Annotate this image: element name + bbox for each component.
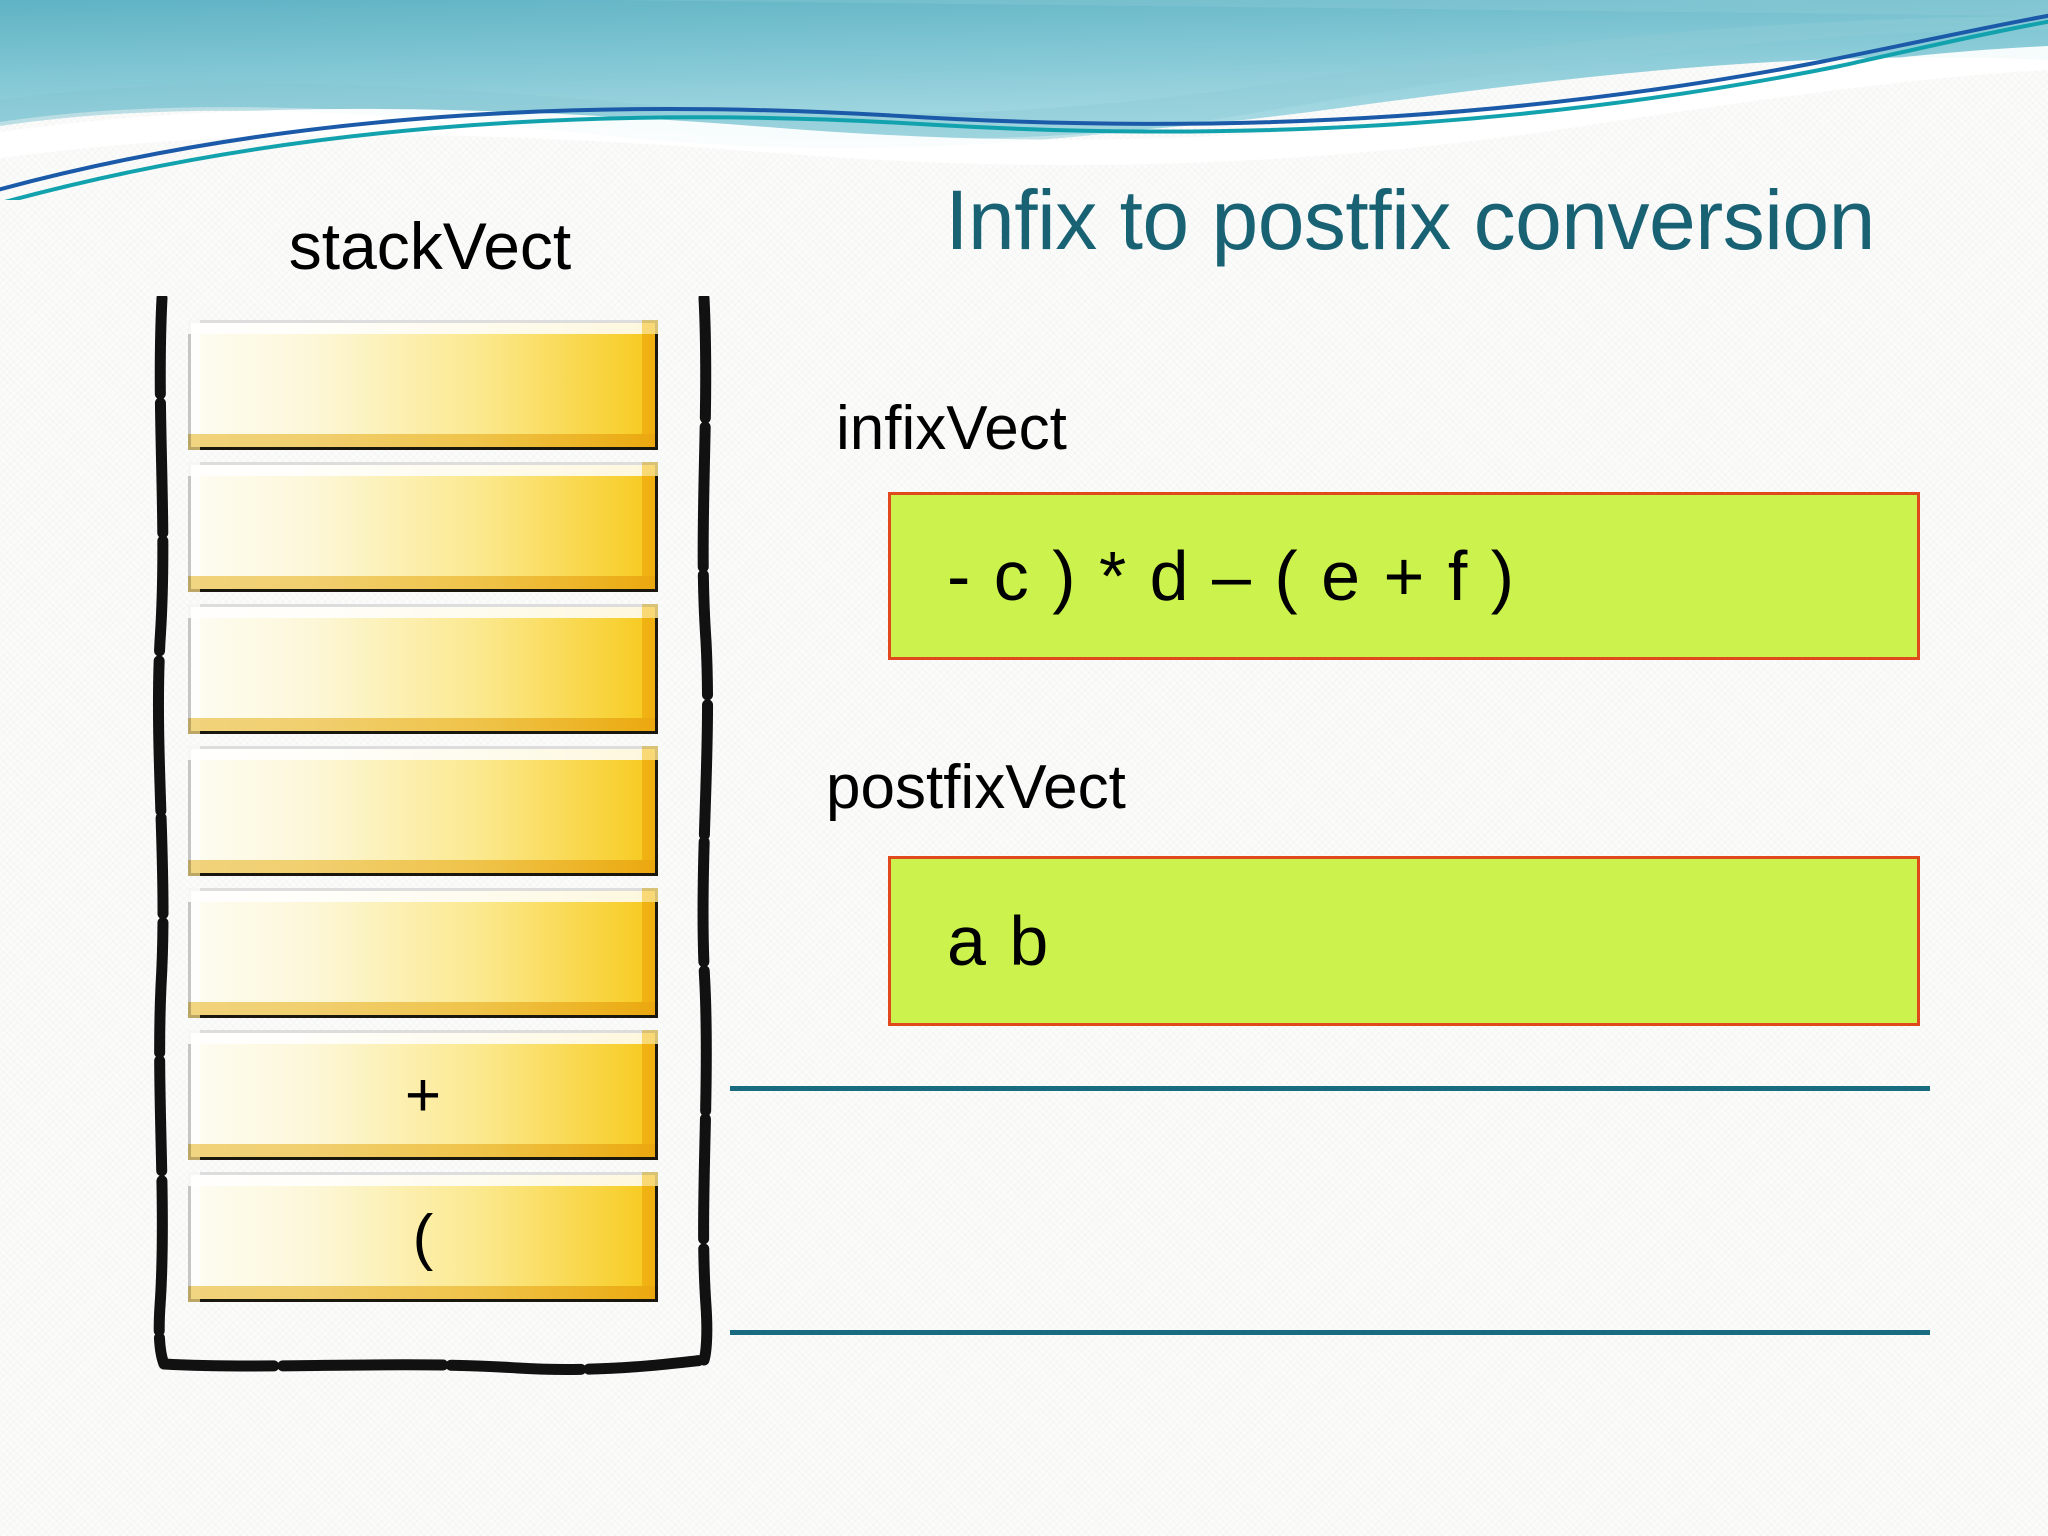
postfix-vector-label: postfixVect [826,753,1126,822]
page-title: Infix to postfix conversion [945,173,1875,267]
divider-bottom [730,1330,1930,1335]
stack-cell-open-paren[interactable]: ( [188,1172,658,1302]
stack-cell-value: ( [412,1202,434,1272]
divider-top [730,1086,1930,1091]
stack-cell-list: + ( [188,320,658,1302]
stack-cell-plus[interactable]: + [188,1030,658,1160]
stack-cell[interactable] [188,320,658,450]
stack-cell[interactable] [188,888,658,1018]
stack-cell-value: + [404,1060,442,1130]
stack-vector: + ( [148,296,718,1378]
stack-vector-label: stackVect [288,209,572,283]
infix-vector-content: - c ) * d – ( e + f ) [947,537,1517,615]
infix-vector-box[interactable]: - c ) * d – ( e + f ) [888,492,1920,660]
stack-container-outline [152,296,714,1375]
stack-cell[interactable] [188,604,658,734]
stack-cell[interactable] [188,746,658,876]
header-decoration [0,0,2048,200]
infix-vector-label: infixVect [836,394,1067,463]
postfix-vector-box[interactable]: a b [888,856,1920,1026]
stack-cell[interactable] [188,462,658,592]
postfix-vector-content: a b [947,902,1051,980]
